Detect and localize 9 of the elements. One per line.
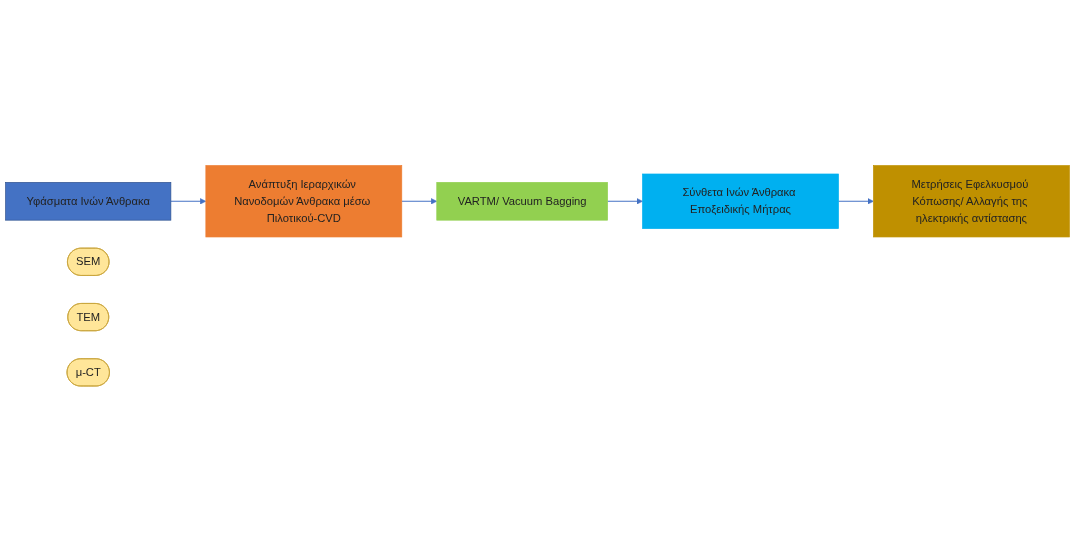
- arrow: [837, 198, 874, 205]
- arrow: [170, 198, 207, 205]
- arrow: [607, 198, 643, 205]
- node-box: Σύνθετα Ινών Άνθρακα Εποξειδικής Μήτρας: [642, 173, 839, 230]
- node-box: VARTM/ Vacuum Bagging: [436, 182, 608, 221]
- node-box: Μετρήσεις Εφελκυσμού Κόπωσης/ Αλλαγής της ηλεκτρικής αντίστασης: [873, 165, 1070, 238]
- arrow: [401, 198, 438, 205]
- node-box: Υφάσματα Ινών Άνθρακα: [5, 182, 172, 221]
- node-box: Ανάπτυξη Ιεραρχικών Νανοδομών Άνθρακα μέσω Πιλοτικού-CVD: [205, 165, 403, 238]
